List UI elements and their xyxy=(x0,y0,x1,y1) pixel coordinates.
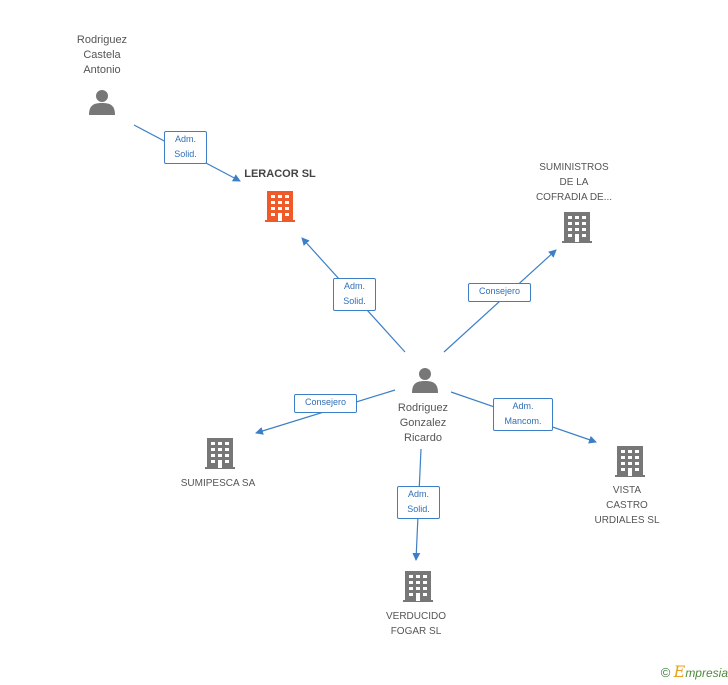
edge-label-consejero[interactable]: Consejero xyxy=(294,394,357,413)
building-icon xyxy=(403,571,433,602)
brand-initial: E xyxy=(673,662,686,681)
edge-label-adm-solid[interactable]: Adm. Solid. xyxy=(397,486,440,519)
person-icon xyxy=(89,90,115,115)
edge-label-consejero[interactable]: Consejero xyxy=(468,283,531,302)
node-label-verducido-fogar-sl[interactable]: VERDUCIDO FOGAR SL xyxy=(385,611,446,637)
brand-logo: © Empresia xyxy=(661,662,728,681)
building-icon xyxy=(562,212,592,243)
node-label-leracor-sl[interactable]: LERACOR SL xyxy=(244,168,316,180)
node-label-rodriguez-castela-antonio[interactable]: Rodriguez Castela Antonio xyxy=(76,34,128,76)
node-label-suministros-de-la-cofradia[interactable]: SUMINISTROS DE LA COFRADIA DE... xyxy=(535,162,613,203)
edge-label-adm-solid[interactable]: Adm. Solid. xyxy=(333,278,376,311)
node-label-rodriguez-gonzalez-ricardo[interactable]: Rodriguez Gonzalez Ricardo xyxy=(397,402,449,444)
brand-name: mpresia xyxy=(685,666,728,680)
node-label-sumipesca-sa[interactable]: SUMIPESCA SA xyxy=(180,478,256,489)
building-icon xyxy=(615,446,645,477)
person-icon xyxy=(412,368,438,393)
building-icon xyxy=(265,191,295,222)
copyright-symbol: © xyxy=(660,665,671,680)
edge-label-adm-solid[interactable]: Adm. Solid. xyxy=(164,131,207,164)
building-icon xyxy=(205,438,235,469)
node-label-vista-castro-urdiales-sl[interactable]: VISTA CASTRO URDIALES SL xyxy=(594,485,660,526)
edge-label-adm-mancom[interactable]: Adm. Mancom. xyxy=(493,398,553,431)
